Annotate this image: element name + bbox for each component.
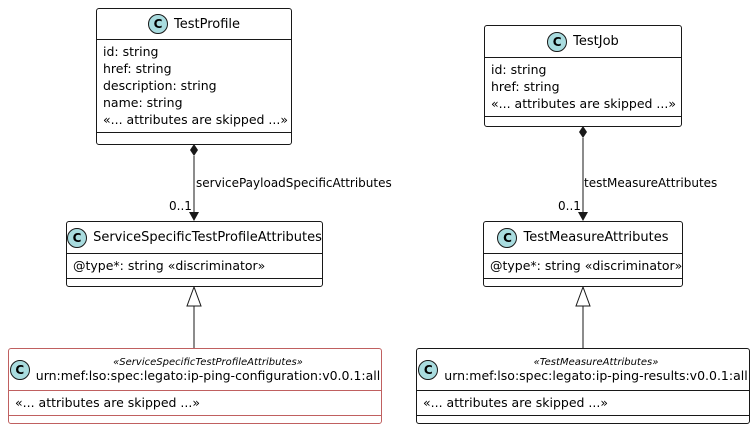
attribute-list: @type*: string «discriminator»: [67, 254, 322, 279]
attribute: description: string: [103, 78, 217, 93]
multiplicity-label-left: 0..1: [169, 199, 192, 213]
class-header: C TestMeasureAttributes: [484, 222, 682, 254]
attribute: «... attributes are skipped ...»: [103, 112, 288, 127]
class-title: urn:mef:lso:spec:legato:ip-ping-results:…: [444, 367, 748, 383]
attribute-list: id: string href: string «... attributes …: [485, 58, 681, 117]
class-header: C ServiceSpecificTestProfileAttributes: [67, 222, 322, 254]
class-title: ServiceSpecificTestProfileAttributes: [93, 230, 322, 245]
attribute: @type*: string «discriminator»: [490, 258, 683, 273]
class-ip-ping-results[interactable]: C «TestMeasureAttributes» urn:mef:lso:sp…: [416, 348, 750, 424]
class-header: C TestProfile: [97, 9, 291, 40]
attribute-list: «... attributes are skipped ...»: [9, 391, 381, 416]
role-label-right: testMeasureAttributes: [584, 176, 718, 190]
class-service-specific-test-profile-attributes[interactable]: C ServiceSpecificTestProfileAttributes @…: [66, 221, 323, 287]
method-compartment: [417, 416, 749, 422]
class-icon: C: [497, 227, 518, 248]
attribute-list: @type*: string «discriminator»: [484, 254, 682, 279]
arrowhead-right: [578, 212, 588, 221]
method-compartment: [485, 117, 681, 123]
class-icon: C: [67, 227, 88, 248]
class-header: C «TestMeasureAttributes» urn:mef:lso:sp…: [417, 349, 749, 391]
inheritance-triangle-left: [186, 285, 202, 307]
class-header: C TestJob: [485, 26, 681, 58]
class-icon: C: [418, 359, 439, 380]
class-title: TestJob: [573, 34, 619, 49]
inheritance-triangle-right: [575, 285, 591, 307]
method-compartment: [9, 416, 381, 422]
class-test-measure-attributes[interactable]: C TestMeasureAttributes @type*: string «…: [483, 221, 683, 287]
composition-diamond-right: [579, 126, 587, 138]
attribute: id: string: [491, 62, 547, 77]
class-ip-ping-configuration[interactable]: C «ServiceSpecificTestProfileAttributes»…: [8, 348, 382, 424]
attribute: href: string: [103, 61, 172, 76]
attribute: name: string: [103, 95, 183, 110]
class-test-job[interactable]: C TestJob id: string href: string «... a…: [484, 25, 682, 127]
attribute-list: «... attributes are skipped ...»: [417, 391, 749, 416]
method-compartment: [67, 279, 322, 285]
role-label-left: servicePayloadSpecificAttributes: [196, 176, 392, 190]
attribute: href: string: [491, 79, 560, 94]
class-stereotype: «ServiceSpecificTestProfileAttributes»: [113, 356, 303, 368]
multiplicity-label-right: 0..1: [558, 199, 581, 213]
arrowhead-left: [189, 212, 199, 221]
attribute: id: string: [103, 44, 159, 59]
attribute: «... attributes are skipped ...»: [15, 395, 200, 410]
composition-diamond-left: [190, 144, 198, 156]
attribute-list: id: string href: string description: str…: [97, 40, 291, 133]
class-test-profile[interactable]: C TestProfile id: string href: string de…: [96, 8, 292, 145]
class-icon: C: [547, 31, 568, 52]
attribute: «... attributes are skipped ...»: [423, 395, 608, 410]
class-icon: C: [147, 14, 168, 34]
attribute: @type*: string «discriminator»: [73, 258, 266, 273]
class-title: TestMeasureAttributes: [523, 230, 669, 245]
method-compartment: [484, 279, 682, 285]
class-icon: C: [9, 359, 30, 380]
attribute: «... attributes are skipped ...»: [491, 96, 676, 111]
class-header: C «ServiceSpecificTestProfileAttributes»…: [9, 349, 381, 391]
class-title: TestProfile: [173, 16, 241, 32]
class-title: urn:mef:lso:spec:legato:ip-ping-configur…: [35, 367, 381, 383]
method-compartment: [97, 133, 291, 139]
class-stereotype: «TestMeasureAttributes»: [533, 356, 659, 368]
